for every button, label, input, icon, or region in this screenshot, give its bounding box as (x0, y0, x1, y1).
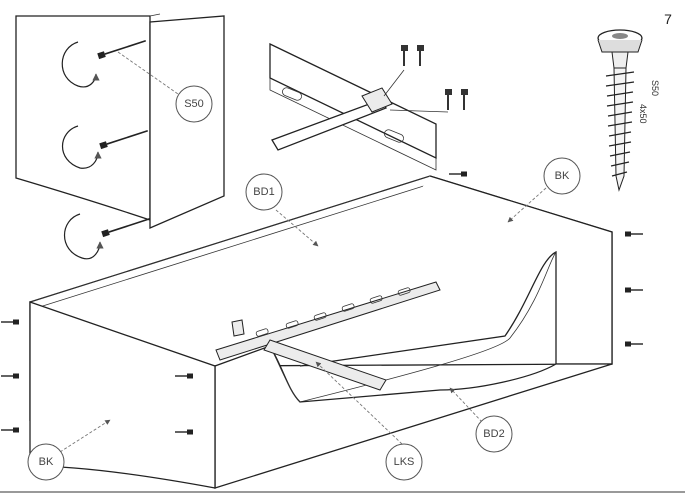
label-s50: S50 (175, 85, 213, 123)
small-screw-icon (401, 45, 468, 110)
bed-frame-assembly (0, 170, 644, 489)
detail-panel-screws: S50 (15, 13, 225, 260)
rotate-arrow-icon (61, 41, 104, 260)
label-bd2-text: BD2 (483, 428, 504, 440)
screw-icon (97, 40, 150, 238)
detail-rail-bracket (269, 42, 468, 171)
label-lks: LKS (315, 361, 423, 481)
label-bd1: BD1 (245, 173, 319, 247)
rail-slot (255, 287, 411, 337)
label-bk-right: BK (507, 157, 581, 223)
step-number: 7 (664, 11, 672, 27)
label-bk-right-text: BK (555, 170, 570, 182)
label-bd1-text: BD1 (253, 186, 274, 198)
rail-slot (282, 87, 404, 143)
screw-marking-size: 4x50 (638, 104, 648, 124)
screw-marking-s50: S50 (650, 80, 660, 96)
label-bk-left: BK (27, 419, 111, 481)
label-s50-text: S50 (184, 98, 204, 110)
label-bd2: BD2 (449, 387, 513, 453)
screw-detail-icon: S50 4x50 (597, 29, 660, 192)
label-bk-left-text: BK (39, 456, 54, 468)
label-lks-text: LKS (394, 456, 415, 468)
